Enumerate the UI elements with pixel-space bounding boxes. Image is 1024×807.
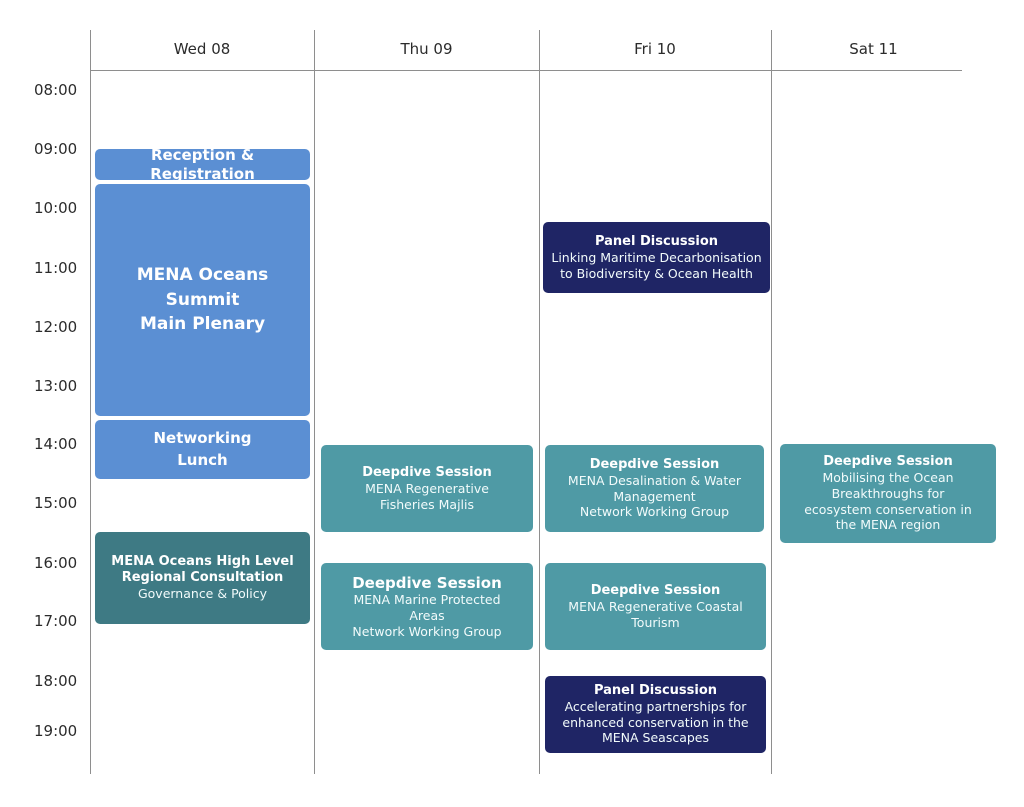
event-reception-registration[interactable]: Reception & Registration	[95, 146, 310, 183]
column-divider	[539, 30, 540, 774]
event-ocean-breakthroughs[interactable]: Deepdive Session Mobilising the Ocean Br…	[780, 444, 996, 543]
event-description: Network Working Group	[579, 504, 730, 520]
event-title: Regional Consultation	[121, 570, 284, 586]
event-description: MENA Desalination & Water	[567, 473, 742, 489]
event-title: Panel Discussion	[593, 682, 718, 698]
day-header-fri: Fri 10	[634, 40, 676, 58]
event-description: Breakthroughs for	[831, 486, 945, 501]
time-label: 16:00	[34, 554, 78, 572]
event-description: Fisheries Majlis	[379, 496, 475, 512]
time-label: 08:00	[34, 81, 78, 99]
time-label: 13:00	[34, 377, 78, 395]
event-description: to Biodiversity & Ocean Health	[560, 265, 753, 281]
time-label: 17:00	[34, 612, 78, 630]
event-title: MENA Oceans High Level	[111, 553, 294, 569]
event-title: Deepdive Session	[589, 456, 720, 472]
time-label: 09:00	[34, 140, 78, 158]
column-divider	[314, 30, 315, 774]
time-label: 18:00	[34, 672, 78, 690]
event-title: MENA Oceans	[136, 265, 269, 286]
day-header-wed: Wed 08	[173, 40, 231, 58]
event-description: Tourism	[631, 614, 680, 630]
day-header-sat: Sat 11	[849, 40, 898, 58]
event-main-plenary[interactable]: MENA Oceans Summit Main Plenary	[95, 184, 310, 416]
header-divider	[90, 70, 962, 71]
event-description: enhanced conservation in the	[562, 714, 749, 730]
event-marine-protected-areas[interactable]: Deepdive Session MENA Marine Protected A…	[321, 563, 533, 650]
time-label: 19:00	[34, 722, 78, 740]
event-title: Deepdive Session	[352, 573, 502, 592]
event-title: Deepdive Session	[590, 582, 721, 598]
event-panel-maritime-decarbonisation[interactable]: Panel Discussion Linking Maritime Decarb…	[543, 222, 770, 293]
event-description: Accelerating partnerships for	[564, 699, 747, 715]
event-description: MENA Regenerative Coastal	[568, 599, 743, 614]
event-description: Linking Maritime Decarbonisation	[551, 250, 762, 265]
column-divider	[771, 30, 772, 774]
event-regenerative-fisheries[interactable]: Deepdive Session MENA Regenerative Fishe…	[321, 445, 533, 532]
event-description: ecosystem conservation in	[804, 501, 972, 517]
event-title: Panel Discussion	[594, 233, 719, 249]
event-description: MENA Marine Protected	[353, 592, 501, 608]
time-label: 14:00	[34, 435, 78, 453]
event-description: Mobilising the Ocean	[822, 470, 954, 486]
event-title: Networking	[153, 428, 252, 447]
event-description: the MENA region	[835, 517, 941, 533]
event-description: MENA Seascapes	[601, 730, 710, 746]
event-regional-consultation[interactable]: MENA Oceans High Level Regional Consulta…	[95, 532, 310, 624]
event-description: Governance & Policy	[137, 586, 268, 602]
time-label: 12:00	[34, 318, 78, 336]
event-description: Areas	[409, 608, 445, 624]
event-panel-partnerships[interactable]: Panel Discussion Accelerating partnershi…	[545, 676, 766, 753]
event-title: Deepdive Session	[823, 454, 953, 470]
column-divider	[90, 30, 91, 774]
event-desalination-water[interactable]: Deepdive Session MENA Desalination & Wat…	[545, 445, 764, 532]
time-label: 10:00	[34, 199, 78, 217]
event-description: Network Working Group	[352, 623, 502, 639]
event-coastal-tourism[interactable]: Deepdive Session MENA Regenerative Coast…	[545, 563, 766, 650]
event-title: Summit	[165, 289, 240, 310]
event-title: Main Plenary	[139, 314, 266, 335]
event-title: Deepdive Session	[362, 464, 492, 480]
event-description: MENA Regenerative	[365, 481, 489, 496]
time-label: 15:00	[34, 494, 78, 512]
event-description: Management	[613, 488, 696, 504]
event-networking-lunch[interactable]: Networking Lunch	[95, 420, 310, 479]
day-header-thu: Thu 09	[400, 40, 453, 58]
event-title: Reception & Registration	[150, 145, 255, 183]
time-label: 11:00	[34, 259, 78, 277]
event-title: Lunch	[177, 450, 228, 469]
